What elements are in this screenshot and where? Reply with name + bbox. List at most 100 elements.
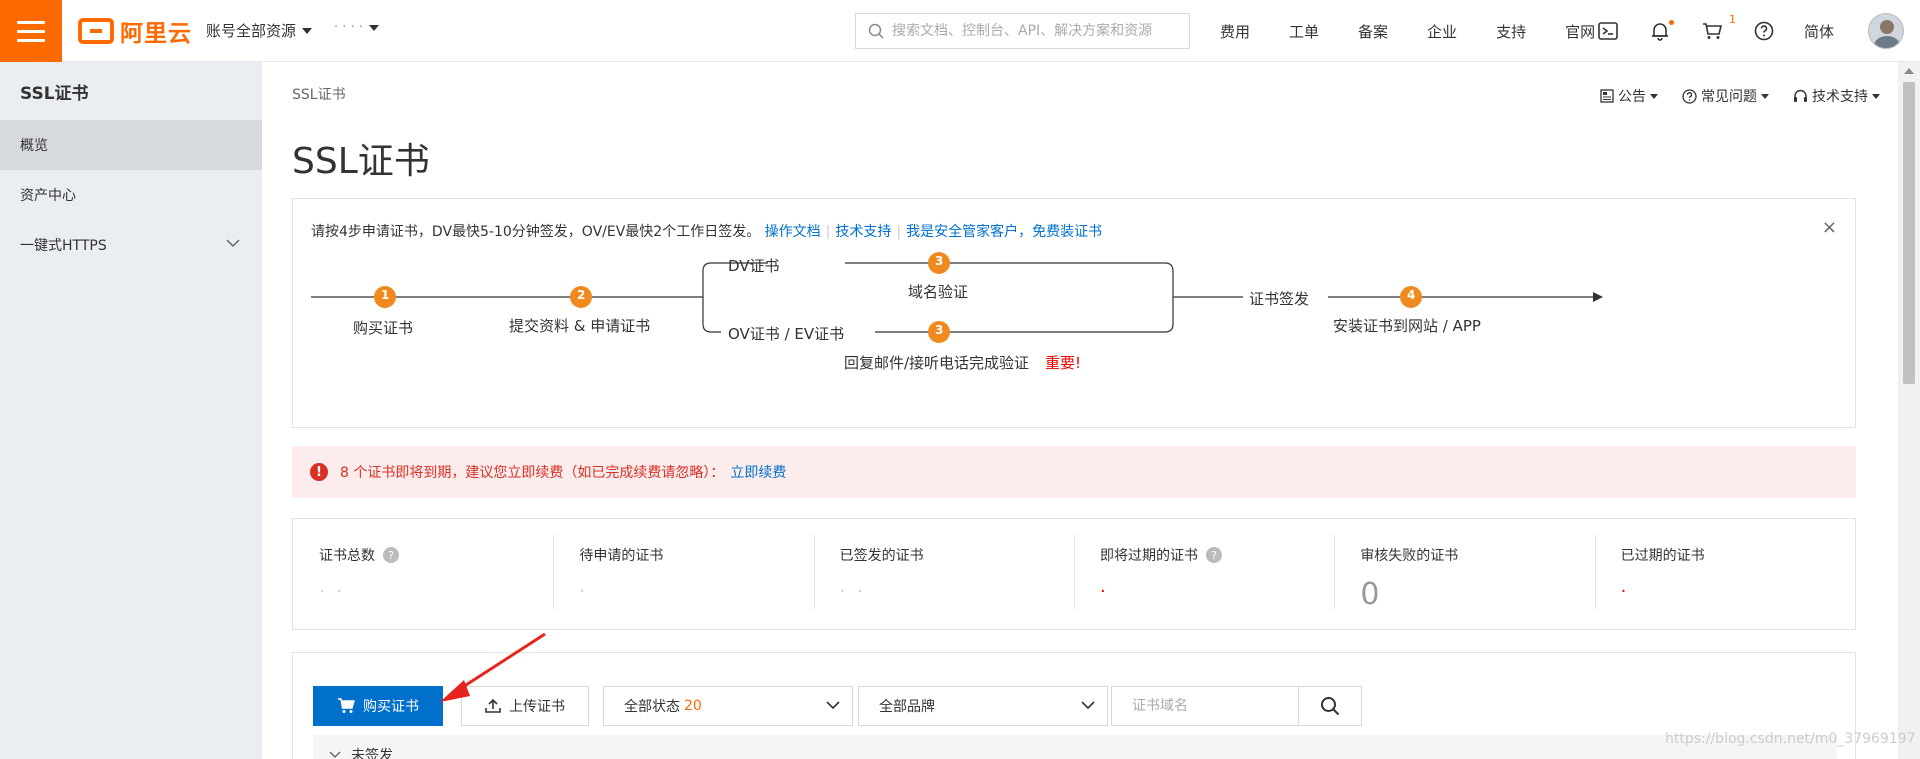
help-icon[interactable] (1752, 19, 1776, 43)
application-steps-panel: 请按4步申请证书，DV最快5-10分钟签发，OV/EV最快2个工作日签发。 操作… (292, 198, 1856, 428)
stat-value: · (1099, 581, 1109, 602)
certificate-stats: 证书总数? · · 待申请的证书 · 已签发的证书 · · 即将过期的证书? ·… (292, 518, 1856, 630)
search-icon (868, 23, 884, 39)
faq-menu[interactable]: 常见问题 (1682, 86, 1769, 106)
tech-support-menu[interactable]: 技术支持 (1793, 86, 1880, 106)
stat-label: 证书总数 (319, 548, 375, 564)
status-select-label: 全部状态 (624, 699, 680, 715)
step-install-label: 安装证书到网站 / APP (1333, 317, 1481, 335)
global-search-input[interactable] (892, 23, 1172, 39)
upload-certificate-button[interactable]: 上传证书 (461, 686, 589, 726)
link-tech-support[interactable]: 技术支持 (835, 224, 892, 240)
logo-text: 阿里云 (120, 21, 192, 47)
sidebar-item-label: 资产中心 (20, 188, 76, 204)
domain-search-input[interactable] (1111, 686, 1299, 726)
upload-icon (485, 698, 501, 713)
header-tools: 公告 常见问题 技术支持 (1600, 86, 1880, 106)
stat-label: 已签发的证书 (839, 548, 924, 564)
stat-expired[interactable]: 已过期的证书 · (1594, 519, 1855, 629)
stat-value: · (579, 581, 589, 602)
step-ov-important-label: 重要! (1045, 354, 1082, 372)
step-3-dv-number: 3 (935, 254, 944, 268)
nav-support[interactable]: 支持 (1496, 22, 1527, 41)
terminal-icon[interactable] (1596, 19, 1620, 43)
group-label: 未签发 (351, 748, 393, 759)
top-icon-group: 1 简体 (1596, 0, 1905, 62)
nav-official-site[interactable]: 官网 (1565, 22, 1596, 41)
region-selector[interactable]: · · · · (334, 20, 379, 35)
cart-icon[interactable]: 1 (1700, 13, 1736, 43)
stat-label: 即将过期的证书 (1099, 548, 1198, 564)
bell-icon[interactable] (1648, 19, 1674, 43)
scrollbar-thumb[interactable] (1903, 82, 1915, 384)
caret-down-icon (302, 27, 313, 34)
caret-down-icon (1872, 93, 1880, 99)
notification-dot (1669, 20, 1674, 25)
nav-billing[interactable]: 费用 (1220, 22, 1251, 41)
question-icon (1682, 88, 1697, 104)
step-ov-ev-label: OV证书 / EV证书 (728, 325, 845, 343)
upload-certificate-label: 上传证书 (509, 699, 565, 715)
error-icon: ! (310, 463, 328, 481)
domain-search-button[interactable] (1298, 686, 1362, 726)
faq-label: 常见问题 (1701, 89, 1757, 105)
cart-icon (338, 698, 355, 713)
account-selector-label: 账号全部资源 (206, 22, 297, 40)
chevron-down-icon (826, 701, 840, 710)
tech-support-label: 技术支持 (1812, 89, 1868, 105)
stat-label: 审核失败的证书 (1360, 548, 1459, 564)
announcement-menu[interactable]: 公告 (1600, 86, 1658, 106)
avatar[interactable] (1868, 13, 1905, 49)
buy-certificate-button[interactable]: 购买证书 (313, 686, 443, 726)
account-resource-selector[interactable]: 账号全部资源 (206, 20, 313, 41)
renew-now-link[interactable]: 立即续费 (730, 465, 787, 481)
stat-value: 0 (1360, 577, 1380, 612)
step-submit-label: 提交资料 & 申请证书 (509, 317, 651, 335)
sidebar-item-one-click-https[interactable]: 一键式HTTPS (0, 220, 262, 270)
brand-select[interactable]: 全部品牌 (858, 686, 1108, 726)
steps-flow-diagram (311, 252, 1603, 343)
steps-intro-text: 请按4步申请证书，DV最快5-10分钟签发，OV/EV最快2个工作日签发。 (311, 224, 761, 240)
aliyun-logo[interactable]: 阿里云 (78, 15, 192, 47)
help-icon[interactable]: ? (1205, 547, 1222, 563)
nav-icp[interactable]: 备案 (1358, 22, 1389, 41)
help-icon[interactable]: ? (383, 547, 399, 563)
top-nav: 费用 工单 备案 企业 支持 官网 (1220, 0, 1634, 62)
breadcrumb[interactable]: SSL证书 (292, 87, 346, 103)
watermark: https://blog.csdn.net/m0_37969197 (1665, 731, 1916, 747)
stat-pending[interactable]: 待申请的证书 · (553, 519, 813, 629)
link-security-steward[interactable]: 我是安全管家客户，免费装证书 (906, 224, 1103, 240)
stat-total[interactable]: 证书总数? · · (293, 519, 553, 629)
sidebar-item-label: 一键式HTTPS (20, 238, 107, 254)
stat-issued[interactable]: 已签发的证书 · · (813, 519, 1074, 629)
stat-failed[interactable]: 审核失败的证书 0 (1334, 519, 1594, 629)
stat-value: · · (319, 581, 346, 602)
nav-tickets[interactable]: 工单 (1289, 22, 1320, 41)
announcement-label: 公告 (1618, 89, 1646, 105)
main-content: SSL证书 SSL证书 公告 常见问题 技术支持 请按4步申请证书，DV最快5-… (262, 62, 1898, 759)
group-unissued[interactable]: 未签发 (313, 735, 1837, 759)
language-switch[interactable]: 简体 (1804, 22, 1835, 41)
sidebar-title: SSL证书 (20, 83, 89, 104)
nav-enterprise[interactable]: 企业 (1427, 22, 1458, 41)
sidebar-item-assets[interactable]: 资产中心 (0, 170, 262, 220)
global-search[interactable] (855, 13, 1190, 49)
sidebar: SSL证书 概览 资产中心 一键式HTTPS (0, 62, 262, 759)
expiry-alert: ! 8 个证书即将到期，建议您立即续费（如已完成续费请忽略）： 立即续费 (292, 446, 1856, 498)
scroll-up-icon[interactable] (1904, 68, 1914, 74)
page-scrollbar[interactable] (1898, 62, 1920, 759)
step-3-ov-circle (928, 321, 950, 343)
link-docs[interactable]: 操作文档 (764, 224, 821, 240)
stat-label: 已过期的证书 (1620, 548, 1705, 564)
stat-expiring[interactable]: 即将过期的证书? · (1073, 519, 1334, 629)
logo-mark-icon (78, 18, 114, 44)
chevron-down-icon (226, 239, 240, 248)
close-icon[interactable]: × (1821, 217, 1837, 238)
step-1-circle (374, 286, 396, 308)
region-selector-label: · · · · (334, 20, 363, 35)
step-buy-label: 购买证书 (353, 319, 414, 337)
sidebar-item-overview[interactable]: 概览 (0, 120, 262, 170)
menu-icon[interactable] (0, 0, 62, 62)
caret-down-icon (368, 24, 379, 31)
